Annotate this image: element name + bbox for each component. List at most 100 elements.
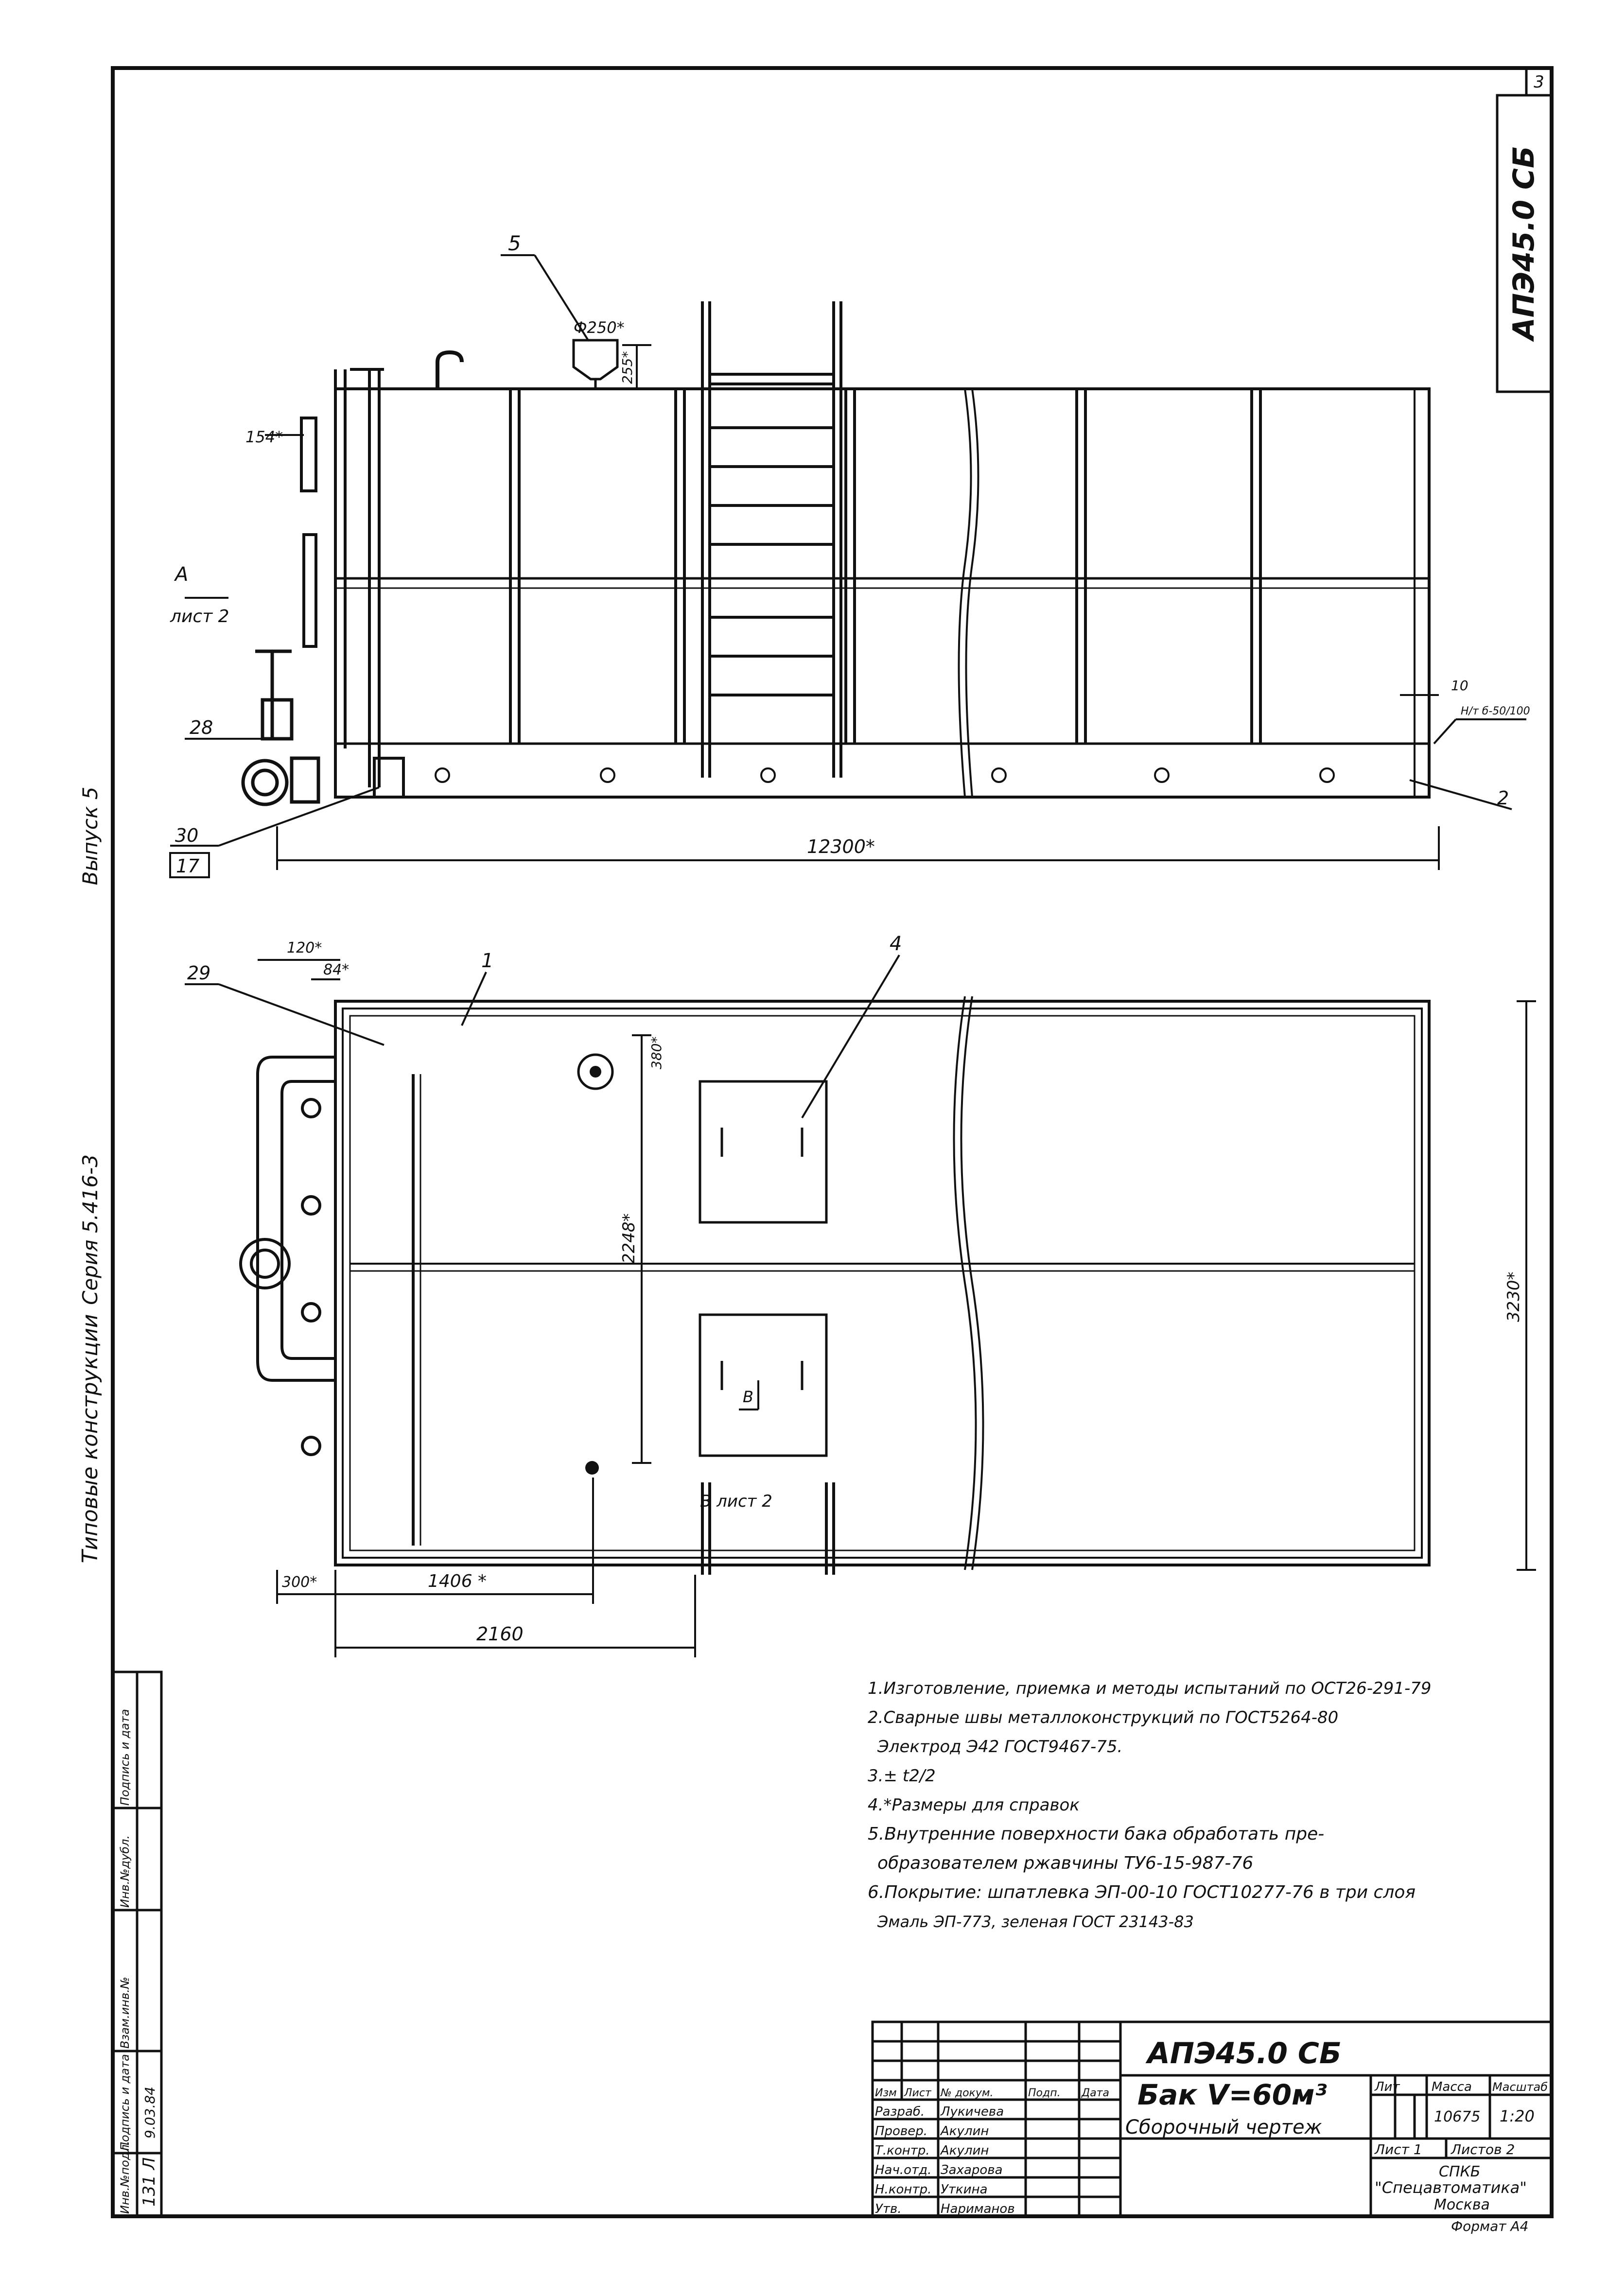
- tb-org-2: "Спецавтоматика": [1375, 2178, 1527, 2197]
- label-30: 30: [175, 825, 198, 846]
- dim-3230: 3230*: [1504, 1271, 1523, 1322]
- tb-name: Бак V=60м³: [1137, 2078, 1327, 2111]
- dim-12300: 12300*: [807, 836, 875, 857]
- note-2b: Электрод Э42 ГОСТ9467-75.: [877, 1737, 1122, 1757]
- dim-120: 120*: [287, 939, 322, 957]
- dim-380: 380*: [648, 1037, 664, 1069]
- strip-h0: Инв.№подл.: [118, 2141, 132, 2214]
- label-28: 28: [190, 717, 213, 738]
- plan-dims: [185, 954, 1536, 1657]
- tank-body-plan: [334, 1000, 1431, 1566]
- tb-name-1: Акулин: [940, 2124, 989, 2139]
- label-17: 17: [176, 855, 199, 877]
- note-5b: образователем ржавчины ТУ6-15-987-76: [877, 1853, 1253, 1873]
- break-line-side: [958, 388, 972, 798]
- level-gauge: [300, 368, 405, 799]
- label-29: 29: [187, 962, 210, 984]
- tb-mass: 10675: [1434, 2108, 1480, 2125]
- technical-notes: 1.Изготовление, приемка и методы испытан…: [868, 1679, 1431, 1931]
- tb-mass-label: Масса: [1432, 2080, 1472, 2094]
- strip-h1: Подпись и дата: [118, 2054, 132, 2151]
- dim-1406: 1406 *: [428, 1571, 487, 1591]
- note-6: 6.Покрытие: шпатлевка ЭП-00-10 ГОСТ10277…: [868, 1882, 1416, 1902]
- tb-scale: 1:20: [1500, 2107, 1535, 2125]
- break-line-plan: [953, 996, 977, 1570]
- dim-phi250: Ф250*: [574, 318, 625, 337]
- note-5: 5.Внутренние поверхности бака обработать…: [868, 1824, 1324, 1844]
- note-4: 4.*Размеры для справок: [868, 1795, 1080, 1815]
- tb-name-2: Акулин: [940, 2143, 989, 2158]
- label-1: 1: [481, 950, 493, 972]
- strip-v1: 9.03.84: [142, 2087, 158, 2139]
- plan-ladder: [701, 1482, 835, 1575]
- tb-role-3: Нач.отд.: [875, 2163, 931, 2177]
- corner-code-box: [1496, 94, 1553, 393]
- section-b: В: [743, 1388, 753, 1406]
- tb-h3: Подп.: [1028, 2087, 1061, 2099]
- label-10: 10: [1451, 678, 1468, 694]
- tb-sheets: Листов 2: [1451, 2141, 1515, 2157]
- dim-255: 255*: [619, 351, 635, 384]
- drawing-frame: [111, 66, 1554, 2218]
- note-3: 3.± t2/2: [868, 1766, 936, 1786]
- hatch-1: [699, 1080, 828, 1224]
- tb-role-4: Н.контр.: [875, 2182, 931, 2197]
- dim-2248: 2248*: [619, 1213, 639, 1264]
- left-strip: [111, 1670, 163, 2218]
- tb-designation: АПЭ45.0 СБ: [1145, 2036, 1341, 2070]
- plan-piping: [239, 1056, 335, 1456]
- view-a: А: [174, 563, 188, 586]
- note-2: 2.Сварные швы металлоконструкций по ГОСТ…: [868, 1708, 1338, 1727]
- dim-2160: 2160: [476, 1623, 524, 1645]
- tank-body-side: [334, 387, 1431, 799]
- strip-h4: Подпись и дата: [118, 1709, 132, 1806]
- drain-valve: [241, 649, 320, 806]
- tb-name-4: Уткина: [941, 2182, 988, 2197]
- tb-format: Формат А4: [1451, 2218, 1528, 2234]
- tb-name-0: Лукичева: [940, 2105, 1004, 2119]
- tb-role-0: Разраб.: [875, 2105, 925, 2119]
- tb-doc-type: Сборочный чертеж: [1125, 2116, 1322, 2139]
- note-1: 1.Изготовление, приемка и методы испытан…: [868, 1679, 1431, 1698]
- strip-h2: Взам.инв.№: [118, 1977, 132, 2049]
- strip-v0: 131 Л: [140, 2157, 159, 2207]
- typical-label: Типовые конструкции: [78, 1314, 103, 1564]
- drain-point: [585, 1461, 599, 1475]
- label-5: 5: [508, 231, 521, 255]
- series-label: Серия 5.416-3: [78, 1154, 102, 1305]
- strip-h3: Инв.№дубл.: [118, 1835, 132, 1908]
- sheet-number: 3: [1534, 72, 1544, 92]
- funnel: [572, 339, 619, 381]
- note-6b: Эмаль ЭП-773, зеленая ГОСТ 23143-83: [877, 1913, 1194, 1931]
- tb-name-3: Захарова: [941, 2163, 1003, 2177]
- tb-h2: № докум.: [940, 2087, 993, 2099]
- dim-300: 300*: [282, 1574, 317, 1591]
- side-leaders: [169, 254, 1526, 878]
- dim-84: 84*: [323, 961, 349, 978]
- section-b-sheet: В лист 2: [700, 1492, 772, 1511]
- vent-pipe: [436, 350, 464, 389]
- tb-h0: Изм: [875, 2087, 897, 2099]
- fill-neck: [577, 1053, 614, 1090]
- side-view: 5 Ф250* 255* 154* А лист 2 28 30 17 10 Н…: [169, 231, 1530, 878]
- tb-sheet: Лист 1: [1374, 2141, 1422, 2157]
- tb-name-5: Нариманов: [941, 2202, 1015, 2216]
- tb-role-1: Провер.: [875, 2124, 927, 2139]
- hatch-2: [699, 1313, 828, 1457]
- tb-h4: Дата: [1081, 2087, 1109, 2099]
- plan-view: 120* 84* 29 1 4 380* 2248* 3230* В В лис…: [185, 933, 1536, 1657]
- dim-154: 154*: [245, 428, 283, 446]
- corner-code: АПЭ45.0 СБ: [1507, 146, 1541, 342]
- tb-role-2: Т.контр.: [875, 2143, 930, 2158]
- base-bolts: [435, 767, 1335, 783]
- tb-org-1: СПКБ: [1439, 2163, 1480, 2180]
- weld-note: Н/т б-50/100: [1461, 705, 1530, 717]
- view-a-sheet: лист 2: [170, 607, 229, 626]
- tb-org-3: Москва: [1434, 2196, 1490, 2213]
- stiffeners: [509, 389, 1262, 744]
- label-4: 4: [890, 933, 902, 955]
- ladder: [701, 301, 842, 778]
- title-block: [871, 2020, 1553, 2218]
- tb-lit-label: Лит: [1374, 2080, 1400, 2094]
